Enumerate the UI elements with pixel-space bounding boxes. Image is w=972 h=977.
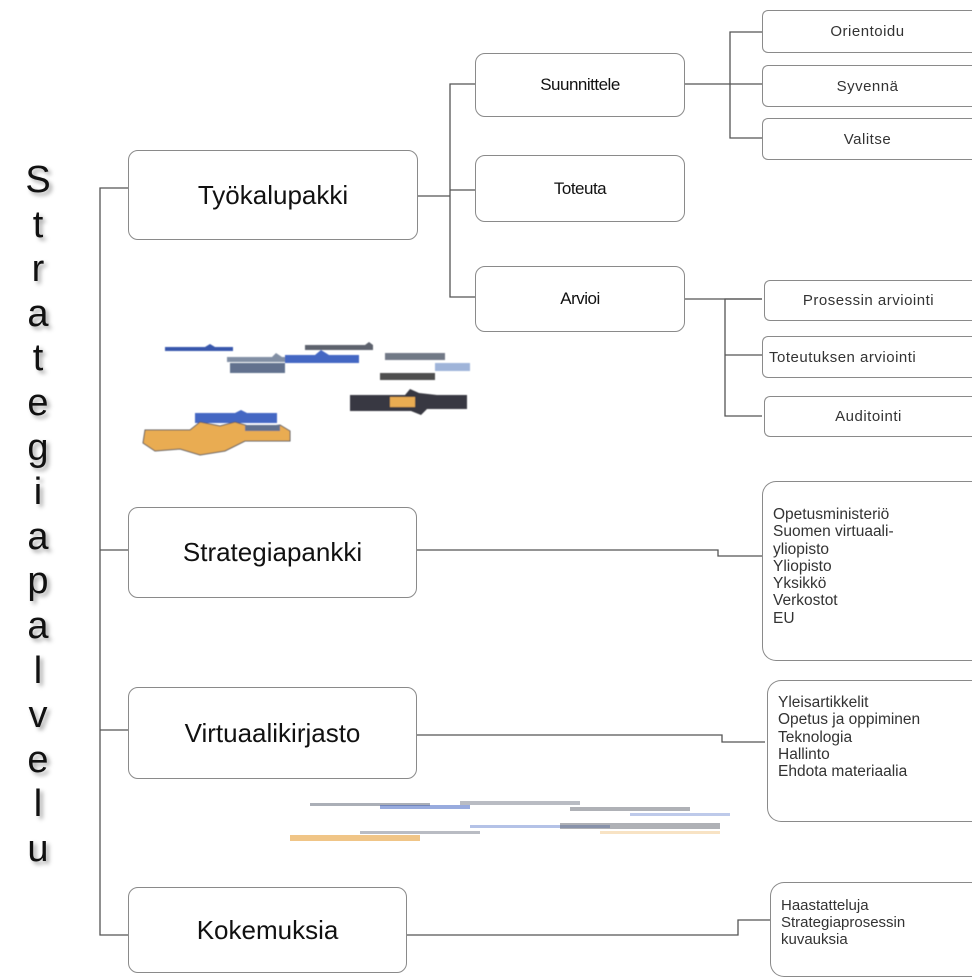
vertical-title-letter: i [33,471,43,514]
puzzle-pieces-faded-image [290,801,730,841]
strategiapankki-list-item[interactable]: Verkostot [773,592,838,610]
box-strategiapankki[interactable]: Strategiapankki [128,507,417,598]
box-orientoidu[interactable]: Orientoidu [762,10,972,53]
box-arvioi[interactable]: Arvioi [475,266,685,332]
puzzle-pieces-image [142,342,470,456]
box-auditointi[interactable]: Auditointi [764,396,972,437]
vertical-title-letter: a [27,515,49,558]
box-valitse[interactable]: Valitse [762,118,972,160]
strategiapankki-list-item[interactable]: Opetusministeriö [773,506,890,523]
virtuaalikirjasto-list-item[interactable]: Ehdota materiaalia [778,763,908,781]
virtuaalikirjasto-list-item[interactable]: Teknologia [778,728,853,746]
kokemuksia-list-item[interactable]: Strategiaprosessin [781,914,906,931]
vertical-title-letter: a [27,604,49,647]
box-toteuta[interactable]: Toteuta [475,155,685,222]
vertical-title-letter: u [27,827,49,870]
vertical-title-letter: g [27,426,49,469]
vertical-title-letter: r [31,248,45,291]
box-virtuaalikirjasto[interactable]: Virtuaalikirjasto [128,687,417,779]
vertical-title-letter: t [32,337,44,380]
strategiapankki-list-item[interactable]: Suomen virtuaali- [773,523,894,541]
vertical-title-letter: a [27,292,49,335]
strategiapankki-list-item[interactable]: Yliopisto [773,557,832,575]
kokemuksia-list-item[interactable]: Haastatteluja [781,897,869,914]
vertical-title-letter: t [32,203,44,246]
vertical-title-letter: l [33,649,43,692]
box-toteutuksen-arviointi[interactable]: Toteutuksen arviointi [762,336,972,378]
vertical-title-letter: p [27,560,49,603]
box-suunnittele[interactable]: Suunnittele [475,53,685,117]
vertical-title-letter: S [25,159,51,201]
virtuaalikirjasto-list-item[interactable]: Yleisartikkelit [778,694,869,711]
strategiapankki-list-item[interactable]: Yksikkö [773,575,827,593]
virtuaalikirjasto-list-item[interactable]: Hallinto [778,745,830,763]
vertical-title-letter: l [33,783,43,826]
vertical-title-letter: e [27,381,49,424]
kokemuksia-list-item[interactable]: kuvauksia [781,931,848,948]
box-prosessin-arviointi[interactable]: Prosessin arviointi [764,280,972,321]
box-tyokalupakki[interactable]: Työkalupakki [128,150,418,240]
strategiapankki-list-item[interactable]: yliopisto [773,540,829,558]
box-syvenna[interactable]: Syvennä [762,65,972,107]
strategiapankki-list-item[interactable]: EU [773,609,795,627]
vertical-title-letter: e [27,738,49,781]
vertical-title-letter: v [28,694,48,737]
virtuaalikirjasto-list-item[interactable]: Opetus ja oppiminen [778,711,921,729]
box-kokemuksia[interactable]: Kokemuksia [128,887,407,973]
